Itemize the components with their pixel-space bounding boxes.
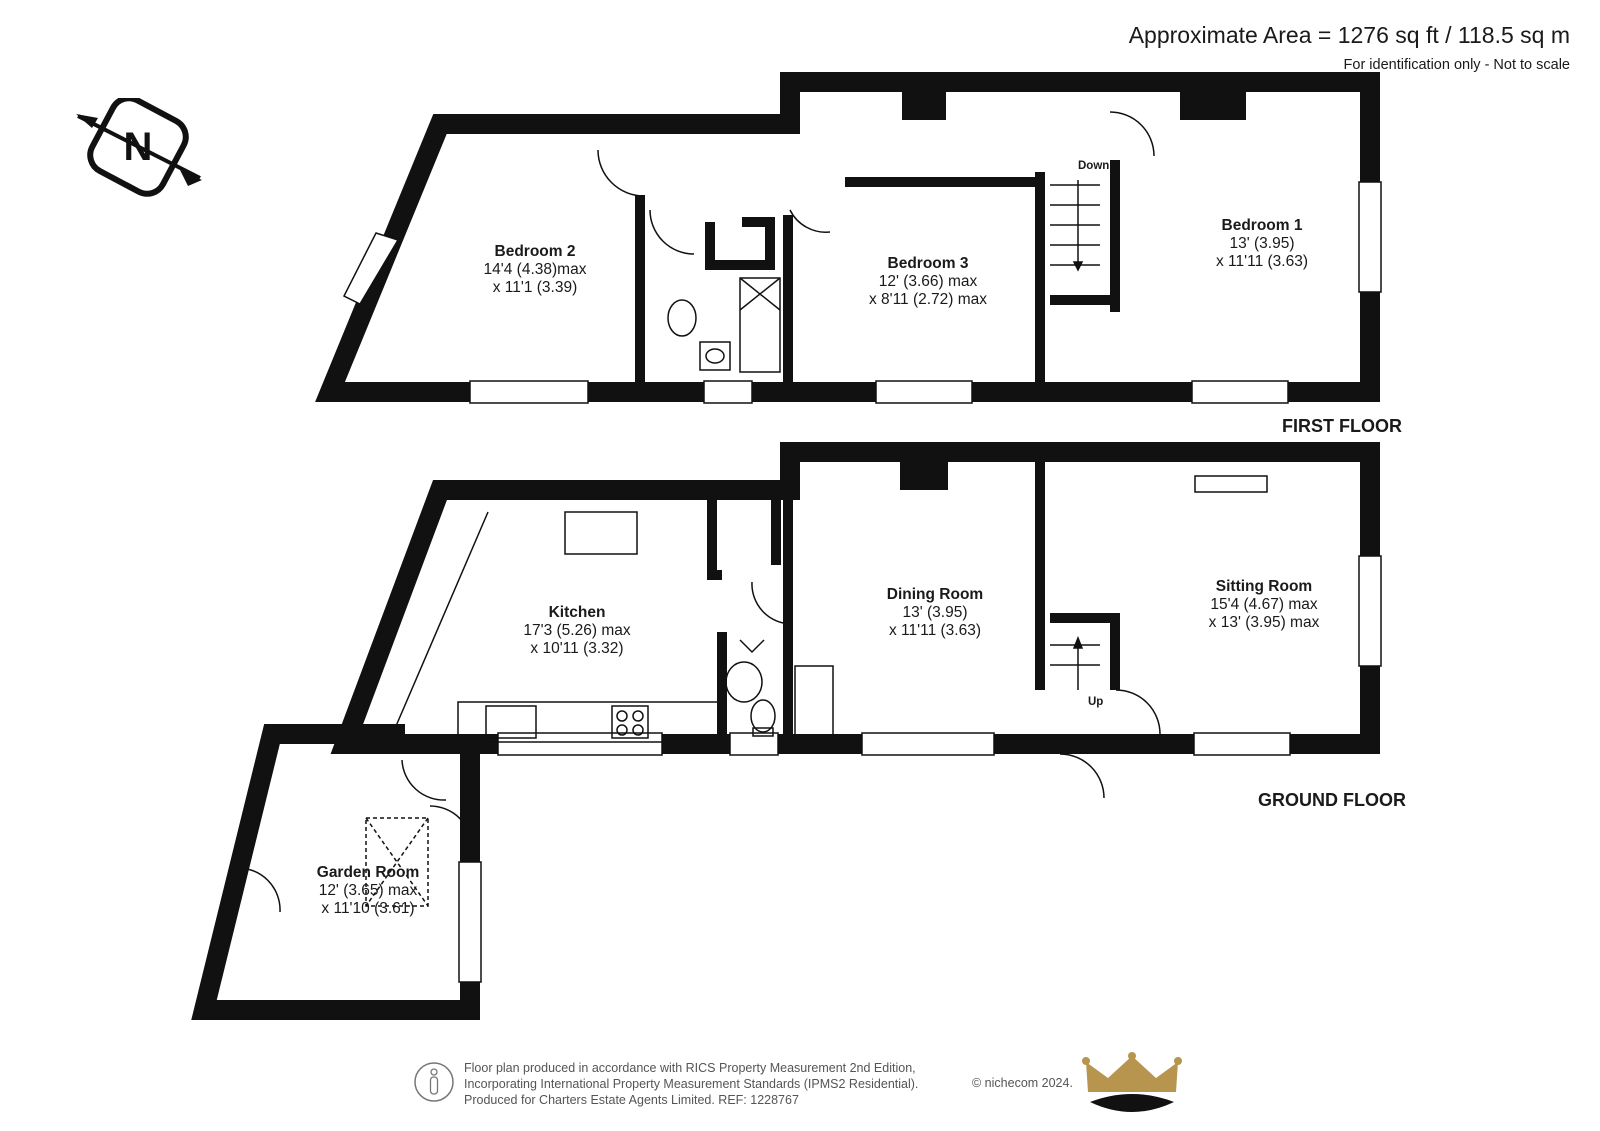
room-dimension: x 13' (3.95) max: [1208, 614, 1320, 631]
room-dining: Dining Room 13' (3.95) x 11'11 (3.63): [887, 586, 983, 640]
room-sitting: Sitting Room 15'4 (4.67) max x 13' (3.95…: [1209, 578, 1320, 632]
room-bedroom-2: Bedroom 2 14'4 (4.38)max x 11'1 (3.39): [484, 243, 587, 297]
copyright: © nichecom 2024.: [972, 1076, 1073, 1090]
room-dimension: 17'3 (5.26) max: [523, 622, 631, 639]
room-dimension: x 8'11 (2.72) max: [868, 291, 988, 308]
ground-floor-fixtures: [235, 475, 1268, 913]
stairs-down-label: Down: [1078, 160, 1110, 172]
room-name: Bedroom 3: [887, 255, 969, 272]
footer-line: Incorporating International Property Mea…: [464, 1077, 919, 1091]
room-name: Sitting Room: [1215, 578, 1313, 595]
room-dimension: 13' (3.95): [902, 604, 968, 621]
footer-line: Produced for Charters Estate Agents Limi…: [464, 1093, 799, 1107]
compass-letter: N: [124, 125, 153, 169]
first-floor-radiators: [902, 92, 1246, 120]
room-name: Garden Room: [316, 864, 420, 881]
room-bedroom-1: Bedroom 1 13' (3.95) x 11'11 (3.63): [1216, 217, 1308, 271]
crown-logo-icon: [1082, 1052, 1182, 1112]
room-dimension: 12' (3.66) max: [878, 273, 978, 290]
room-garden: Garden Room 12' (3.65) max x 11'10 (3.61…: [317, 864, 419, 918]
room-name: Kitchen: [548, 604, 606, 621]
room-dimension: 12' (3.65) max: [318, 882, 418, 899]
footer-notes: Floor plan produced in accordance with R…: [464, 1060, 918, 1108]
room-name: Bedroom 2: [494, 243, 576, 260]
first-floor-label: FIRST FLOOR: [1282, 416, 1402, 436]
room-dimension: x 10'11 (3.32): [530, 640, 624, 657]
room-dimension: x 11'1 (3.39): [492, 279, 578, 296]
first-floor-windows: [342, 181, 1382, 404]
room-name: Bedroom 1: [1221, 217, 1303, 234]
room-name: Dining Room: [886, 586, 984, 603]
ground-floor-radiators: [900, 462, 948, 490]
stairs-up-label: Up: [1088, 696, 1104, 708]
ground-floor-label: GROUND FLOOR: [1258, 790, 1406, 810]
scale-note: For identification only - Not to scale: [1343, 57, 1570, 73]
ground-floor-windows: [458, 555, 1382, 983]
room-dimension: x 11'10 (3.61): [321, 900, 415, 917]
room-dimension: x 11'11 (3.63): [889, 622, 981, 639]
footer-line: Floor plan produced in accordance with R…: [464, 1061, 916, 1075]
first-floor-walls: [315, 72, 1380, 402]
ipms-person-icon: [414, 1062, 454, 1102]
ground-floor-internal-walls: [707, 462, 1120, 744]
room-kitchen: Kitchen 17'3 (5.26) max x 10'11 (3.32): [523, 604, 630, 658]
room-dimension: x 11'11 (3.63): [1216, 253, 1308, 270]
approximate-area: Approximate Area = 1276 sq ft / 118.5 sq…: [1128, 22, 1570, 48]
room-dimension: 14'4 (4.38)max: [483, 261, 587, 278]
room-bedroom-3: Bedroom 3 12' (3.66) max x 8'11 (2.72) m…: [869, 255, 987, 309]
room-dimension: 13' (3.95): [1229, 235, 1295, 252]
garden-room-outer-wall: [191, 724, 480, 1020]
north-compass-icon: N: [76, 98, 202, 197]
first-floor-outer-wall: [315, 72, 1380, 402]
first-floor-fixtures: [597, 111, 1155, 373]
room-dimension: 15'4 (4.67) max: [1210, 596, 1318, 613]
first-floor-internal-walls: [635, 160, 1120, 382]
